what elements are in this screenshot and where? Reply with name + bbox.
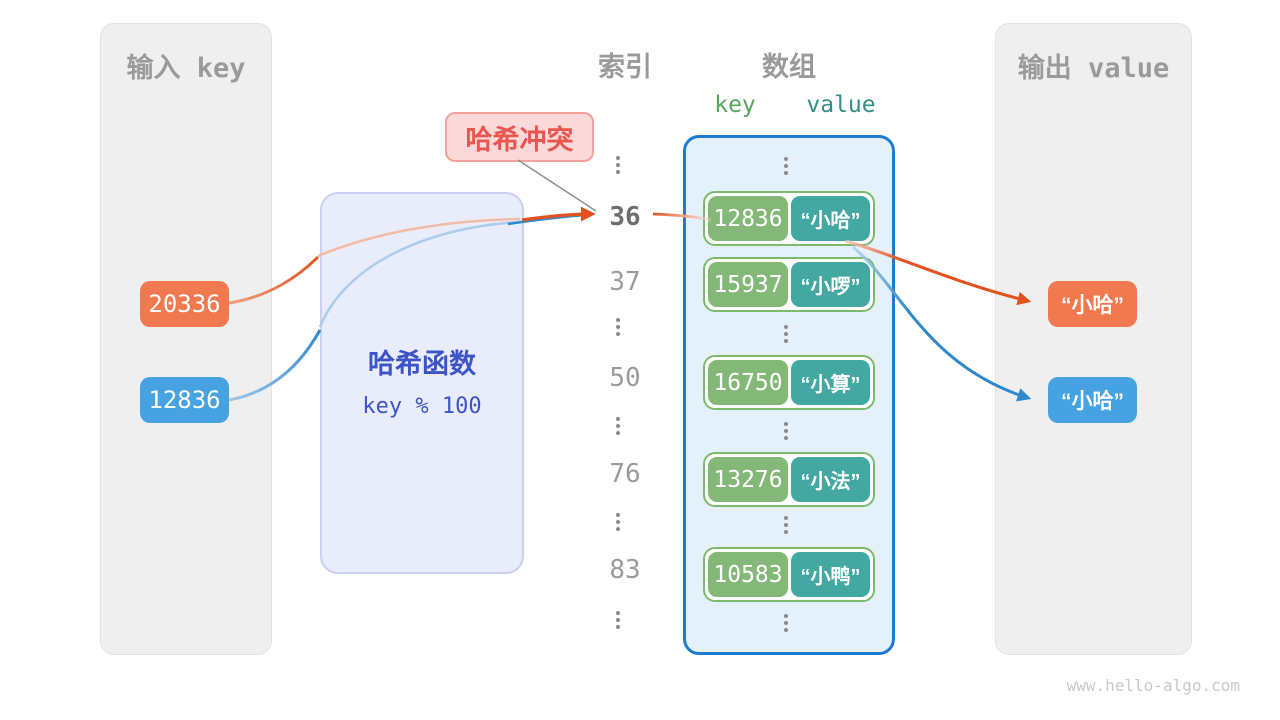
output-value-box-blue: “小哈”: [1048, 377, 1137, 423]
output-value-box-orange: “小哈”: [1048, 281, 1137, 327]
hash-function-box: 哈希函数 key % 100: [320, 192, 524, 574]
ellipsis-icon: [784, 422, 788, 440]
input-panel: 输入 key: [100, 23, 272, 655]
hash-function-formula: key % 100: [362, 394, 482, 419]
index-column-title: 索引: [598, 52, 652, 82]
ellipsis-icon: [616, 513, 620, 531]
row-value: “小算”: [791, 360, 870, 405]
index-cell-76: 76: [609, 459, 641, 489]
hash-collision-label: 哈希冲突: [445, 112, 594, 162]
input-key-box-20336: 20336: [140, 281, 229, 327]
ellipsis-icon: [784, 325, 788, 343]
array-row-13276: 13276 “小法”: [703, 452, 875, 507]
arrow-to-index-36: [521, 206, 596, 222]
ellipsis-icon: [616, 611, 620, 629]
key-header-label: key: [714, 92, 756, 118]
array-row-16750: 16750 “小算”: [703, 355, 875, 410]
array-column-title: 数组: [762, 52, 816, 82]
array-row-15937: 15937 “小啰”: [703, 257, 875, 312]
row-key: 13276: [708, 457, 788, 502]
row-value: “小法”: [791, 457, 870, 502]
key-value-header: key value: [683, 92, 895, 118]
hash-function-title: 哈希函数: [368, 349, 476, 379]
row-key: 12836: [708, 196, 788, 241]
row-key: 10583: [708, 552, 788, 597]
value-header-label: value: [806, 92, 876, 118]
output-panel-title: 输出 value: [1017, 53, 1170, 84]
watermark: www.hello-algo.com: [1066, 676, 1240, 695]
array-row-10583: 10583 “小鸭”: [703, 547, 875, 602]
ellipsis-icon: [616, 156, 620, 174]
ellipsis-icon: [616, 318, 620, 336]
row-key: 15937: [708, 262, 788, 307]
output-panel: 输出 value: [995, 23, 1192, 655]
input-key-box-12836: 12836: [140, 377, 229, 423]
row-value: “小哈”: [791, 196, 870, 241]
ellipsis-icon: [784, 614, 788, 632]
ellipsis-icon: [784, 516, 788, 534]
index-cell-36: 36: [609, 202, 641, 232]
ellipsis-icon: [616, 417, 620, 435]
ellipsis-icon: [784, 157, 788, 175]
index-cell-83: 83: [609, 555, 641, 585]
row-key: 16750: [708, 360, 788, 405]
input-panel-title: 输入 key: [126, 53, 246, 84]
array-row-12836: 12836 “小哈”: [703, 191, 875, 246]
collision-pointer-line: [517, 159, 597, 212]
row-value: “小啰”: [791, 262, 870, 307]
array-container: 12836 “小哈” 15937 “小啰” 16750 “小算” 13276 “…: [683, 135, 895, 655]
row-value: “小鸭”: [791, 552, 870, 597]
index-cell-50: 50: [609, 363, 641, 393]
index-cell-37: 37: [609, 267, 641, 297]
